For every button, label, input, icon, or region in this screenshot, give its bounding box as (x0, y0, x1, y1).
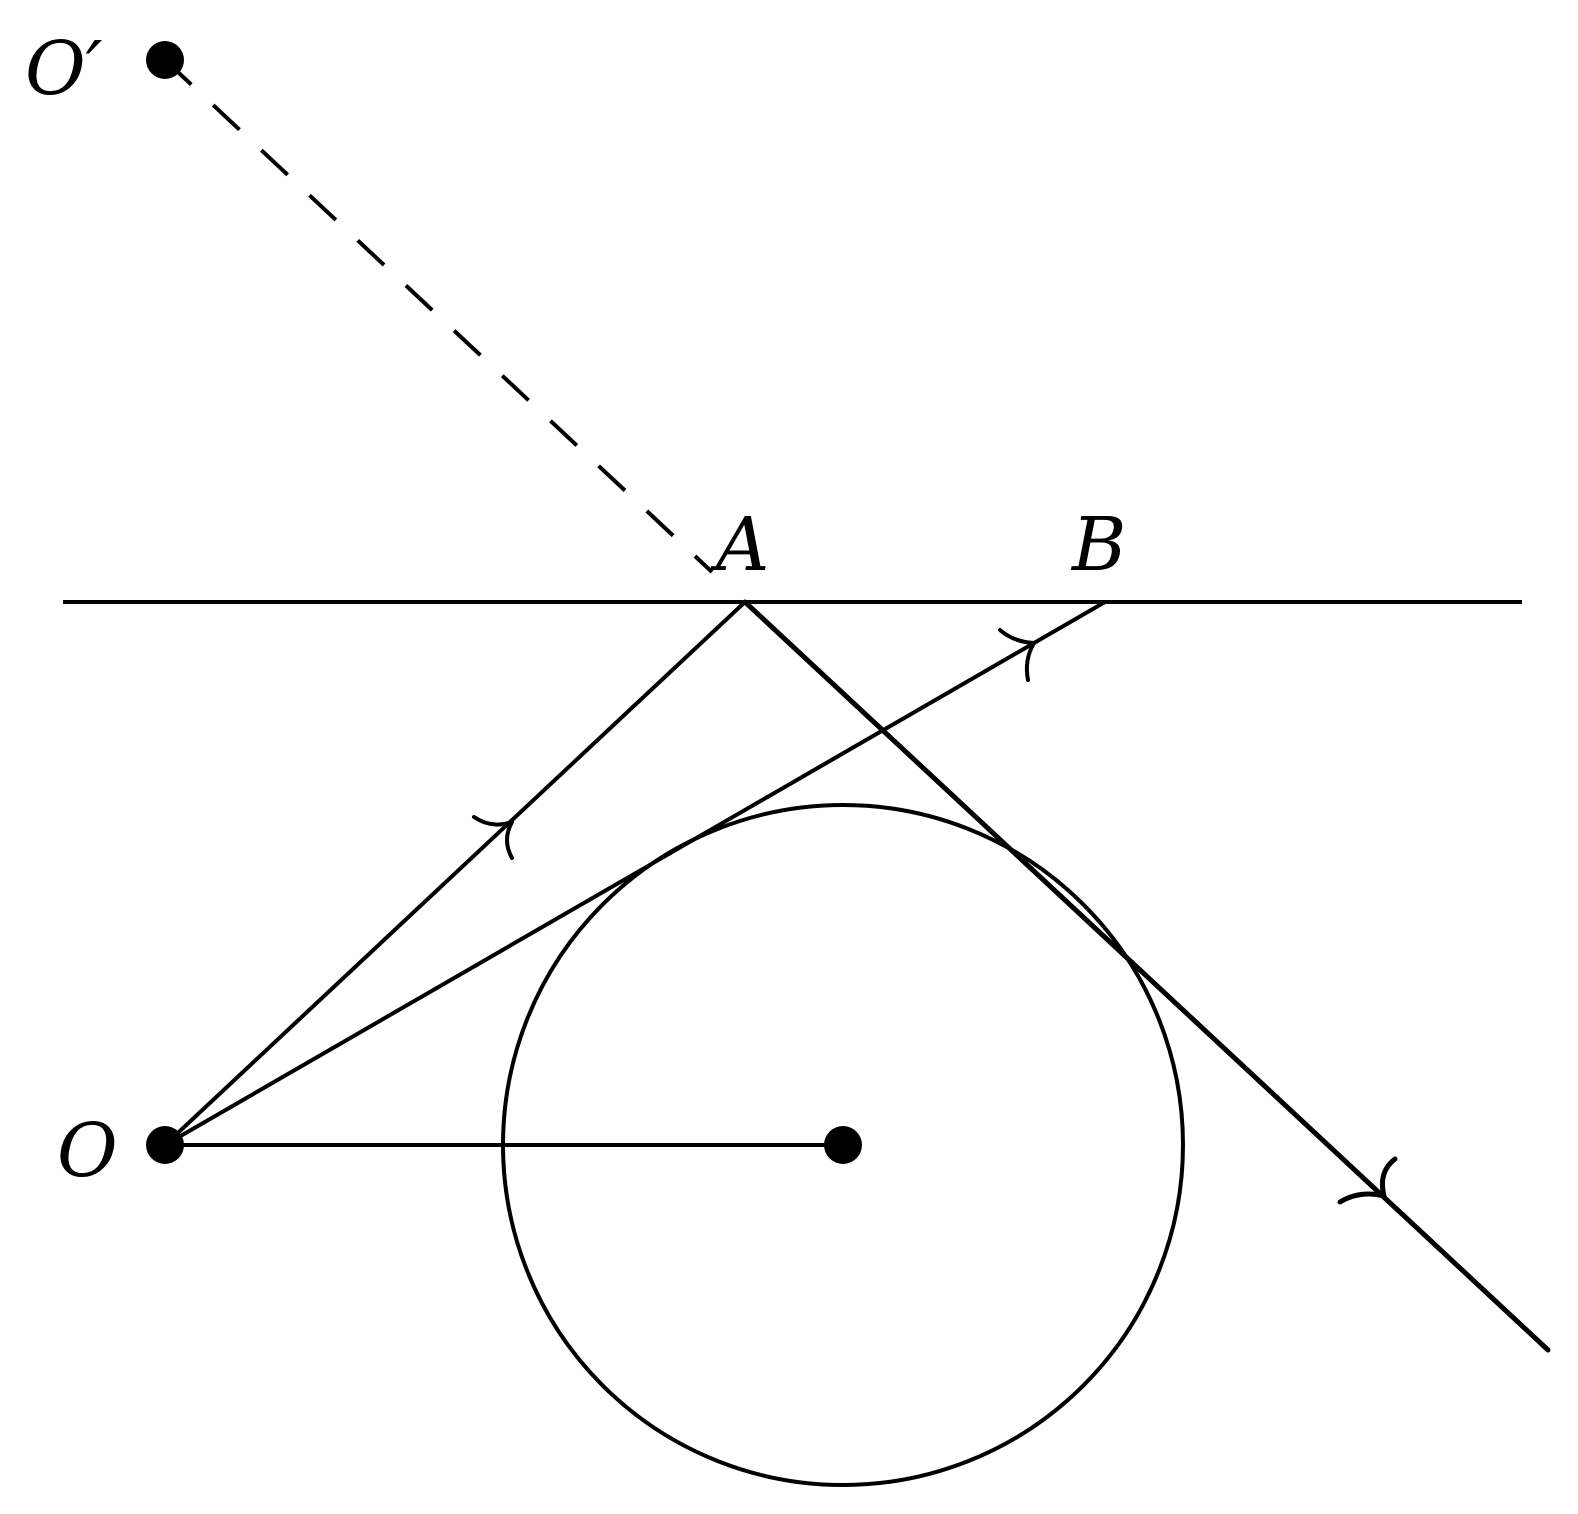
point-circle-center (824, 1126, 862, 1164)
segment-o-to-a (163, 600, 747, 1147)
label-o: O (57, 1108, 118, 1194)
label-b: B (1070, 502, 1126, 588)
label-a: A (710, 502, 769, 588)
arrow-icon-o-to-a (472, 815, 514, 860)
label-o-prime: O′ (25, 26, 103, 112)
point-o-prime (146, 41, 184, 79)
arrow-icon-reflected-ray (1337, 1156, 1398, 1205)
dashed-line-o-prime-to-a (163, 58, 714, 574)
arrow-icon-o-to-b (998, 628, 1036, 682)
reflected-ray (742, 599, 1551, 1353)
point-o (146, 1126, 184, 1164)
segment-o-to-b (163, 600, 1107, 1147)
